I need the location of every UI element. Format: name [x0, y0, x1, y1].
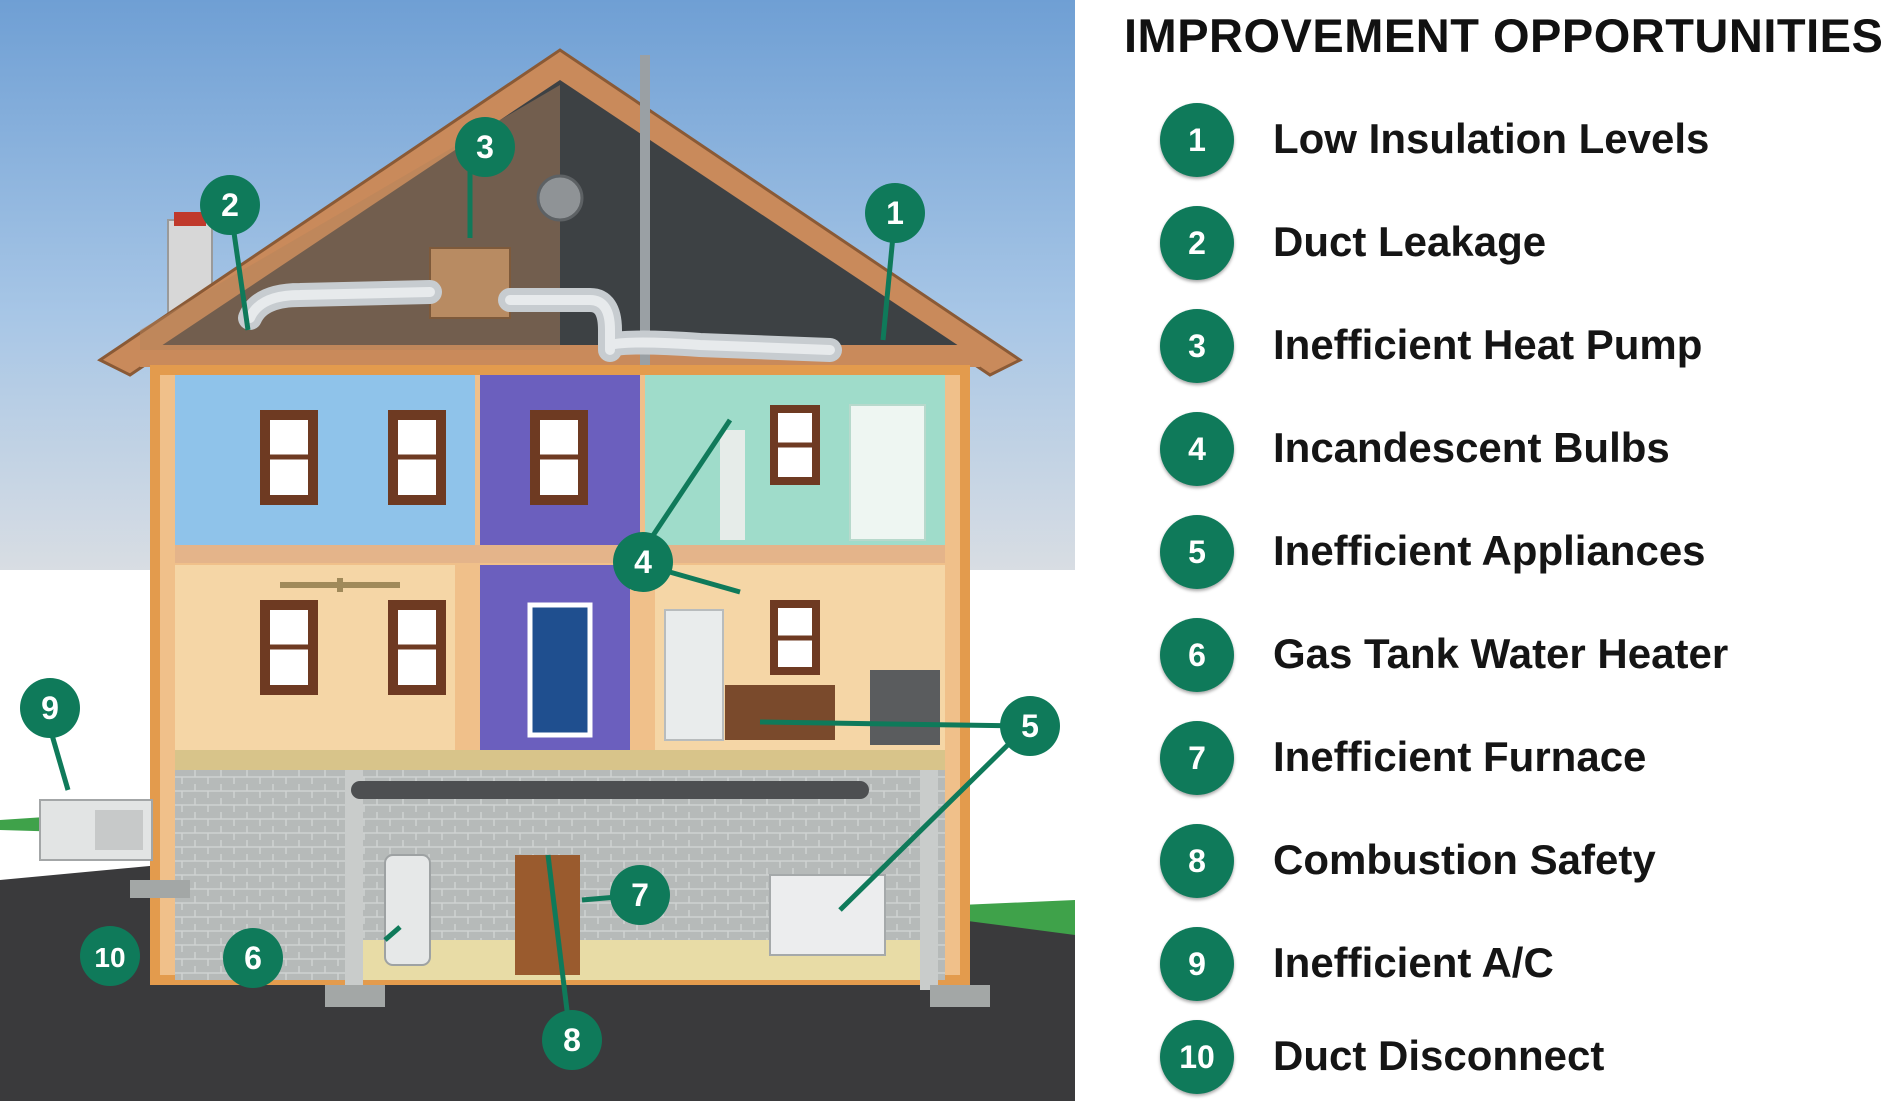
- upper-closet: [849, 404, 926, 541]
- svg-text:6: 6: [244, 940, 262, 976]
- window-middle-3: [770, 600, 820, 675]
- svg-text:9: 9: [41, 690, 59, 726]
- legend-item: 4 Incandescent Bulbs: [1160, 412, 1895, 492]
- legend-item: 6 Gas Tank Water Heater: [1160, 618, 1895, 698]
- kitchen-cabinet: [725, 685, 835, 740]
- legend-item: 8 Combustion Safety: [1160, 824, 1895, 904]
- basement-washer: [769, 874, 886, 956]
- legend-number-badge: 7: [1160, 721, 1234, 795]
- legend-label: Duct Leakage: [1273, 218, 1547, 265]
- stove: [870, 670, 940, 745]
- legend-item: 3 Inefficient Heat Pump: [1160, 309, 1895, 389]
- window-upper-4: [770, 405, 820, 485]
- marker-4: 4: [613, 532, 673, 592]
- legend-number-badge: 10: [1160, 1020, 1234, 1094]
- marker-10: 10: [80, 926, 140, 986]
- legend-number-badge: 2: [1160, 206, 1234, 280]
- vent-pipe: [640, 55, 650, 375]
- marker-7: 7: [610, 865, 670, 925]
- legend-title: IMPROVEMENT OPPORTUNITIES: [1124, 9, 1884, 62]
- svg-text:2: 2: [221, 187, 239, 223]
- crawlspace-footing: [130, 880, 190, 898]
- marker-2: 2: [200, 175, 260, 235]
- window-upper-2: [388, 410, 446, 505]
- refrigerator: [664, 609, 724, 741]
- footing-left: [325, 985, 385, 1007]
- marker-6: 6: [223, 928, 283, 988]
- legend-item: 2 Duct Leakage: [1160, 206, 1895, 286]
- legend-label: Incandescent Bulbs: [1273, 424, 1670, 471]
- svg-text:1: 1: [886, 195, 904, 231]
- legend-label: Duct Disconnect: [1273, 1032, 1605, 1079]
- legend-item: 9 Inefficient A/C: [1160, 927, 1895, 1007]
- legend-label: Inefficient Appliances: [1273, 527, 1706, 574]
- legend-label: Inefficient A/C: [1273, 939, 1554, 986]
- svg-text:7: 7: [631, 877, 649, 913]
- roof: [97, 48, 1023, 377]
- svg-text:10: 10: [94, 942, 125, 973]
- legend-panel: IMPROVEMENT OPPORTUNITIES 1 Low Insulati…: [1100, 0, 1895, 1101]
- house-cutaway-illustration: 1 2 3 4 5 6 7 8 9 10: [0, 0, 1075, 1101]
- legend-number-badge: 1: [1160, 103, 1234, 177]
- legend-item: 5 Inefficient Appliances: [1160, 515, 1895, 595]
- legend-item: 1 Low Insulation Levels: [1160, 103, 1895, 183]
- legend-label: Low Insulation Levels: [1273, 115, 1710, 162]
- legend-number-badge: 3: [1160, 309, 1234, 383]
- legend-number-badge: 4: [1160, 412, 1234, 486]
- legend-label: Inefficient Furnace: [1273, 733, 1647, 780]
- svg-text:8: 8: [563, 1022, 581, 1058]
- attic-vent: [536, 174, 584, 222]
- marker-1: 1: [865, 183, 925, 243]
- legend-label: Gas Tank Water Heater: [1273, 630, 1729, 677]
- legend-label: Combustion Safety: [1273, 836, 1656, 883]
- basement-furnace: [515, 855, 580, 975]
- legend-number-badge: 6: [1160, 618, 1234, 692]
- legend-number-badge: 8: [1160, 824, 1234, 898]
- window-middle-2: [388, 600, 446, 695]
- water-heater-upper-fixture: [720, 430, 745, 540]
- svg-text:5: 5: [1021, 708, 1039, 744]
- marker-9: 9: [20, 678, 80, 738]
- footing-right: [930, 985, 990, 1007]
- legend-label: Inefficient Heat Pump: [1273, 321, 1703, 368]
- attic-air-handler: [429, 247, 511, 319]
- svg-text:3: 3: [476, 129, 494, 165]
- legend-number-badge: 5: [1160, 515, 1234, 589]
- basement-water-heater: [384, 854, 431, 966]
- legend-number-badge: 9: [1160, 927, 1234, 1001]
- marker-3: 3: [455, 117, 515, 177]
- ceiling-fan: [280, 578, 400, 592]
- front-door: [527, 602, 593, 738]
- window-middle-1: [260, 600, 318, 695]
- marker-5: 5: [1000, 696, 1060, 756]
- window-upper-3: [530, 410, 588, 505]
- window-upper-1: [260, 410, 318, 505]
- legend-item: 10 Duct Disconnect: [1160, 1020, 1895, 1100]
- svg-text:4: 4: [634, 544, 652, 580]
- marker-8: 8: [542, 1010, 602, 1070]
- legend-item: 7 Inefficient Furnace: [1160, 721, 1895, 801]
